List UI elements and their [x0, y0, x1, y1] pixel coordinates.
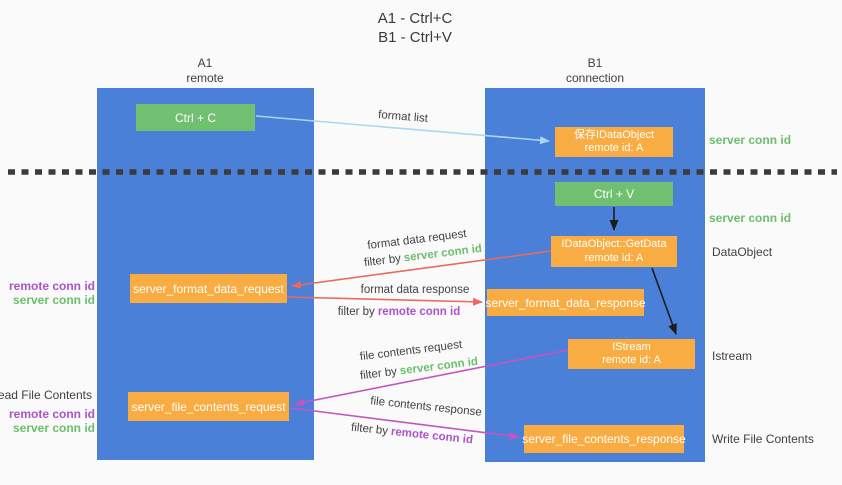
- annotation-remote-conn-id-bottom: remote conn id: [8, 407, 95, 421]
- node-server-file-contents-response-label: server_file_contents_response: [522, 432, 686, 446]
- annotation-remote-conn-id-top: remote conn id: [8, 279, 95, 293]
- filter-by-text: filter by: [359, 365, 398, 383]
- annotation-write-file-contents: Write File Contents: [712, 432, 814, 446]
- filter-key-server-conn-id: server conn id: [399, 355, 479, 378]
- node-server-file-contents-request-label: server_file_contents_request: [131, 399, 286, 414]
- lane-b1-title: B1: [587, 56, 603, 70]
- node-ctrl-c-label: Ctrl + C: [174, 110, 216, 125]
- filter-by-text: filter by: [337, 306, 375, 318]
- annotation-server-conn-id-mid: server conn id: [709, 211, 792, 225]
- filter-by-text: filter by: [363, 252, 402, 270]
- annotation-read-file-contents: Read File Contents: [0, 388, 92, 402]
- node-ctrl-v: Ctrl + V: [555, 182, 673, 206]
- node-save-idataobject-line2: remote id: A: [584, 142, 644, 154]
- lane-header-a1: A1 remote: [186, 56, 223, 86]
- annotation-server-conn-id-top: server conn id: [709, 133, 792, 147]
- node-server-format-data-response-label: server_format_data_response: [485, 295, 646, 310]
- filter-key-remote-conn-id: remote conn id: [390, 425, 474, 447]
- node-idataobject-getdata-line2: remote id: A: [584, 251, 644, 264]
- title-line-1: A1 - Ctrl+C: [377, 10, 453, 27]
- node-server-file-contents-request: server_file_contents_request: [128, 392, 289, 421]
- annotation-dataobject: DataObject: [712, 245, 773, 259]
- annotation-istream: Istream: [712, 349, 753, 363]
- node-server-format-data-request-label: server_format_data_request: [133, 281, 284, 296]
- lane-b1-subtitle: connection: [565, 71, 625, 85]
- diagram-title: A1 - Ctrl+C B1 - Ctrl+V: [378, 9, 453, 47]
- node-idataobject-getdata: IDataObject::GetData remote id: A: [551, 236, 677, 267]
- node-istream-line1: IStream: [612, 340, 651, 353]
- node-server-file-contents-response: server_file_contents_response: [522, 425, 686, 453]
- annotation-server-conn-id-left-top: server conn id: [12, 293, 95, 307]
- edge-label-file-contents-response: file contents response: [369, 395, 483, 419]
- lane-a1-subtitle: remote: [186, 71, 224, 85]
- node-server-format-data-response: server_format_data_response: [485, 289, 646, 316]
- edge-label-format-list: format list: [377, 109, 429, 125]
- annotation-server-conn-id-left-bottom: server conn id: [12, 421, 95, 435]
- node-istream-line2: remote id: A: [602, 354, 661, 366]
- lane-header-b1: B1 connection: [566, 56, 624, 86]
- title-line-2: B1 - Ctrl+V: [378, 29, 452, 46]
- edge-label-format-data-response: format data response: [360, 284, 470, 296]
- filter-by-text: filter by: [350, 421, 389, 438]
- node-save-idataobject: 保存IDataObject remote id: A: [555, 127, 673, 157]
- node-save-idataobject-line1: 保存IDataObject: [573, 128, 655, 141]
- node-istream: IStream remote id: A: [568, 339, 695, 369]
- lane-a1-title: A1: [197, 56, 213, 70]
- arrow-format-data-response: [286, 296, 483, 306]
- node-idataobject-getdata-line1: IDataObject::GetData: [561, 238, 667, 250]
- node-ctrl-v-label: Ctrl + V: [593, 187, 635, 201]
- node-server-format-data-request: server_format_data_request: [130, 274, 287, 303]
- node-ctrl-c: Ctrl + C: [136, 104, 255, 131]
- filter-key-remote-conn-id: remote conn id: [377, 306, 461, 318]
